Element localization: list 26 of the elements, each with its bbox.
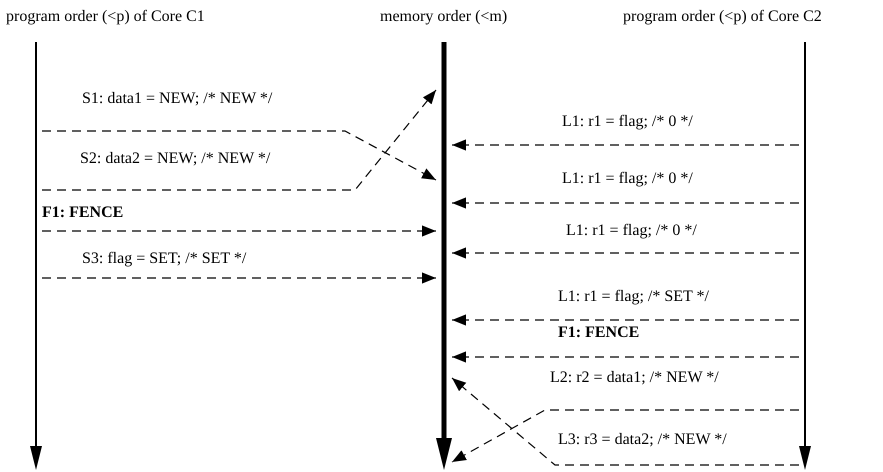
edge-label: S3: flag = SET; /* SET */	[80, 250, 248, 268]
dashed-arrow	[452, 197, 799, 209]
column-heading: program order (<p) of Core C1	[6, 8, 205, 26]
column-heading: memory order (<m)	[380, 8, 508, 26]
edge-label: S1: data1 = NEW; /* NEW */	[80, 90, 274, 108]
dashed-arrow	[452, 351, 799, 363]
dashed-arrow	[452, 378, 799, 466]
edge-label: L2: r2 = data1; /* NEW */	[548, 369, 721, 387]
timeline-arrow	[30, 42, 42, 470]
dashed-arrow	[452, 314, 799, 326]
dashed-arrow	[452, 139, 799, 151]
timeline-arrow	[799, 42, 811, 470]
edge-label: L1: r1 = flag; /* 0 */	[560, 170, 695, 188]
dashed-arrow	[452, 409, 799, 463]
dashed-arrow	[42, 90, 436, 191]
column-heading: program order (<p) of Core C2	[623, 8, 822, 26]
edge-label: L1: r1 = flag; /* 0 */	[560, 113, 695, 131]
edge-label: S2: data2 = NEW; /* NEW */	[78, 150, 272, 168]
edge-label: L1: r1 = flag; /* SET */	[556, 288, 711, 306]
dashed-arrow	[42, 272, 436, 284]
dashed-arrow	[452, 247, 799, 259]
timeline-arrow	[436, 42, 452, 470]
edge-label: L3: r3 = data2; /* NEW */	[556, 431, 729, 449]
edge-label: L1: r1 = flag; /* 0 */	[564, 222, 699, 240]
dashed-arrow	[42, 225, 436, 237]
dashed-arrow	[42, 130, 436, 181]
